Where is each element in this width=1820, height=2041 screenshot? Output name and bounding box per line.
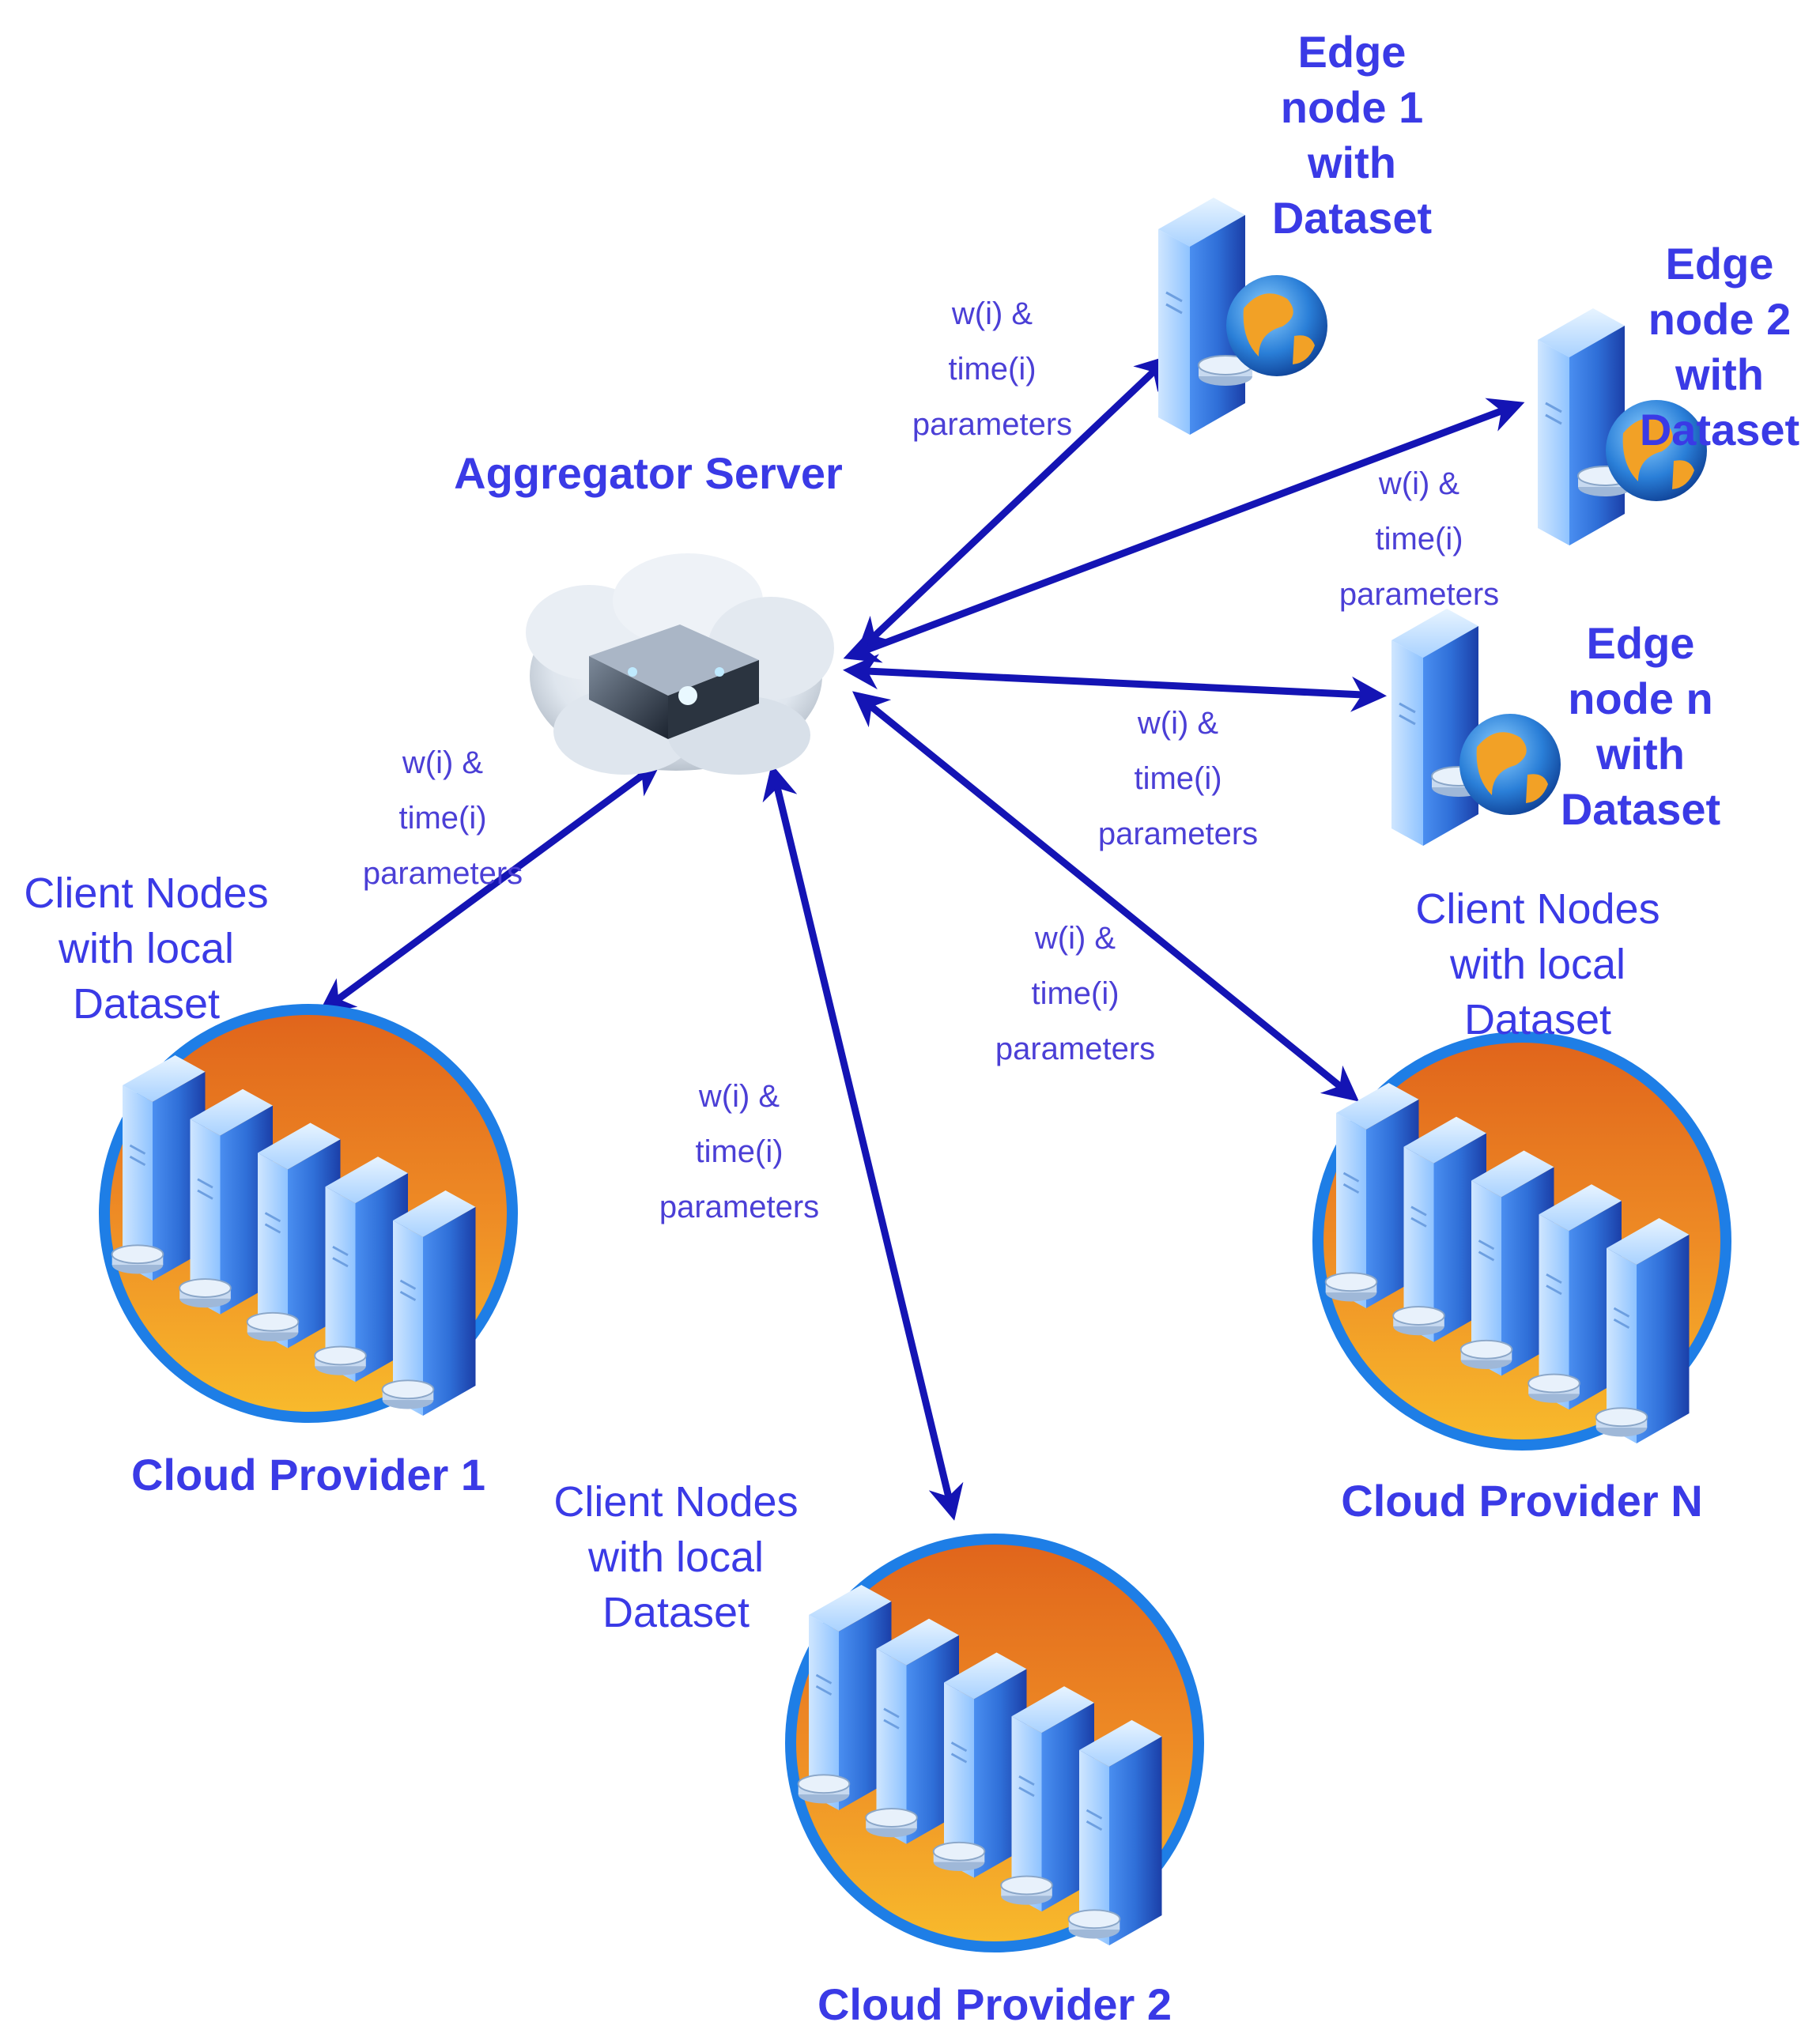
svg-text:with local: with local	[58, 925, 234, 972]
svg-text:time(i): time(i)	[398, 801, 486, 836]
svg-text:parameters: parameters	[1098, 817, 1258, 851]
svg-text:Dataset: Dataset	[1561, 784, 1720, 834]
edge-node-2: Edge node 2 with Dataset	[1536, 239, 1799, 547]
cloud-provider-1: Client Nodes with local Dataset Cloud Pr…	[24, 870, 518, 1500]
server-globe-icon	[1157, 196, 1327, 436]
arrow-aggregator-cloud-n	[852, 691, 1359, 1102]
svg-text:w(i) &: w(i) &	[698, 1079, 780, 1114]
edge-node-1: Edge node 1 with Dataset	[1157, 27, 1432, 436]
edge-label-cloud-2: w(i) & time(i) parameters	[659, 1079, 819, 1224]
arrow-aggregator-edge-node-1	[856, 354, 1172, 654]
aggregator-label: Aggregator Server	[454, 448, 843, 498]
edge-label-edge-node-1: w(i) & time(i) parameters	[912, 296, 1072, 442]
svg-text:parameters: parameters	[659, 1190, 819, 1224]
svg-text:parameters: parameters	[995, 1032, 1155, 1066]
arrow-aggregator-cloud-2	[762, 764, 964, 1521]
svg-text:time(i): time(i)	[695, 1134, 783, 1169]
svg-text:time(i): time(i)	[1375, 522, 1463, 556]
svg-text:Dataset: Dataset	[602, 1589, 750, 1636]
cloud-provider-2: Client Nodes with local Dataset Cloud Pr…	[553, 1478, 1204, 2029]
svg-text:Edge: Edge	[1298, 27, 1407, 77]
client-nodes-label: Client Nodes with local Dataset	[1415, 885, 1660, 1043]
svg-text:Client Nodes: Client Nodes	[1415, 885, 1660, 933]
svg-text:parameters: parameters	[363, 856, 523, 891]
cloud-server-icon	[526, 553, 834, 775]
server-globe-icon	[1390, 607, 1561, 847]
connection-arrows	[318, 354, 1525, 1521]
edge-label-edge-node-2: w(i) & time(i) parameters	[1339, 466, 1499, 612]
svg-text:Edge: Edge	[1587, 618, 1695, 668]
svg-text:with: with	[1675, 349, 1764, 399]
edge-label-edge-node-n: w(i) & time(i) parameters	[1098, 706, 1258, 851]
arrow-aggregator-edge-node-n	[843, 654, 1387, 712]
svg-text:w(i) &: w(i) &	[1378, 466, 1460, 501]
svg-text:w(i) &: w(i) &	[1034, 921, 1116, 956]
svg-text:with: with	[1595, 729, 1685, 779]
svg-text:Dataset: Dataset	[1464, 996, 1611, 1043]
edge-node-1-label: Edge node 1 with Dataset	[1272, 27, 1432, 243]
svg-text:parameters: parameters	[912, 407, 1072, 442]
edge-node-n-label: Edge node n with Dataset	[1561, 618, 1720, 834]
svg-text:w(i) &: w(i) &	[1137, 706, 1219, 741]
svg-text:with local: with local	[1449, 941, 1626, 988]
cloud-provider-n-name: Cloud Provider N	[1341, 1476, 1702, 1526]
svg-text:w(i) &: w(i) &	[402, 745, 484, 780]
svg-text:node n: node n	[1568, 673, 1713, 723]
svg-text:Dataset: Dataset	[1272, 193, 1432, 243]
svg-text:Dataset: Dataset	[73, 980, 220, 1028]
svg-text:Edge: Edge	[1666, 239, 1774, 289]
server-cluster-icon	[1312, 1032, 1731, 1451]
server-globe-icon	[1536, 307, 1707, 547]
aggregator-server: Aggregator Server	[454, 448, 843, 775]
svg-text:Client Nodes: Client Nodes	[24, 870, 268, 917]
client-nodes-label: Client Nodes with local Dataset	[24, 870, 268, 1028]
svg-text:Client Nodes: Client Nodes	[553, 1478, 798, 1526]
svg-text:with: with	[1307, 138, 1396, 187]
svg-text:time(i): time(i)	[1031, 976, 1119, 1011]
arrow-aggregator-cloud-1	[318, 760, 663, 1014]
edge-node-n: Edge node n with Dataset	[1390, 607, 1720, 847]
svg-text:Dataset: Dataset	[1640, 405, 1799, 455]
cloud-provider-2-name: Cloud Provider 2	[817, 1979, 1172, 2029]
cloud-provider-1-name: Cloud Provider 1	[131, 1450, 485, 1500]
edge-node-2-label: Edge node 2 with Dataset	[1640, 239, 1799, 455]
cloud-provider-n: Client Nodes with local Dataset Cloud Pr…	[1312, 885, 1731, 1526]
edge-label-cloud-n: w(i) & time(i) parameters	[995, 921, 1155, 1066]
svg-text:node 2: node 2	[1648, 294, 1791, 344]
svg-text:time(i): time(i)	[1134, 761, 1222, 796]
server-cluster-icon	[99, 1004, 518, 1423]
svg-text:with local: with local	[587, 1534, 764, 1581]
svg-text:node 1: node 1	[1281, 82, 1423, 132]
server-cluster-icon	[785, 1534, 1204, 1952]
svg-text:time(i): time(i)	[948, 352, 1036, 387]
edge-label-cloud-1: w(i) & time(i) parameters	[363, 745, 523, 891]
client-nodes-label: Client Nodes with local Dataset	[553, 1478, 798, 1636]
svg-text:parameters: parameters	[1339, 577, 1499, 612]
svg-text:w(i) &: w(i) &	[951, 296, 1033, 331]
arrow-aggregator-edge-node-2	[843, 398, 1525, 663]
